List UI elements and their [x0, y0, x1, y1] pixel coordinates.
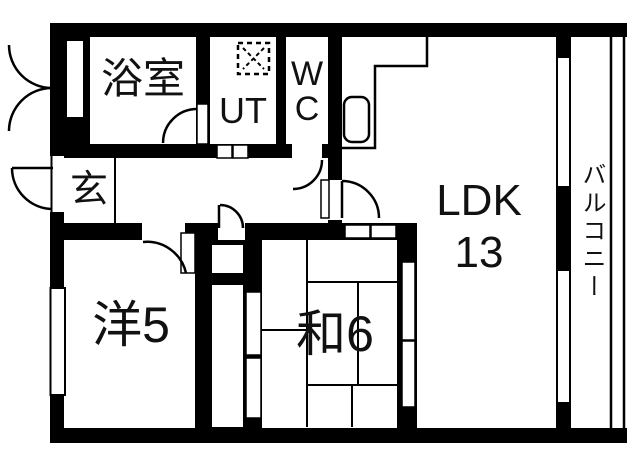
wall-bottom [50, 428, 627, 443]
wall-wc-ldk [328, 37, 342, 225]
western-door-opening [142, 223, 185, 240]
ldk-door-opening [328, 180, 342, 220]
wall-hall-top [64, 144, 328, 158]
fusuma-washitsu-right-2 [401, 340, 416, 408]
closet-fusuma-1 [245, 291, 262, 356]
ut-door-panel-2 [232, 144, 249, 159]
door-arcs [7, 44, 381, 274]
washer-pan-cross [242, 47, 265, 70]
window-ldk-bottom [556, 269, 571, 404]
label-entrance: 玄 [69, 169, 109, 211]
bath-door-leaf [196, 103, 209, 145]
exterior-storage-door-arc-upper [7, 44, 53, 90]
kitchen-counter-outline [338, 37, 429, 150]
hall-closet-opening [218, 223, 245, 240]
entrance-door-arc [10, 167, 53, 211]
label-japanese-room: 和6 [296, 306, 374, 362]
openings [49, 39, 571, 427]
ut-door-panel-1 [216, 144, 233, 159]
label-ldk-line2: 13 [454, 228, 504, 277]
label-ldk-line1: LDK [436, 176, 522, 225]
tatami-lines [262, 240, 397, 427]
washer-pan [236, 41, 271, 76]
label-toilet-line2: C [294, 90, 320, 128]
wc-door-opening [292, 144, 322, 158]
label-balcony: バルコニー [578, 162, 605, 302]
fusuma-ldk-washitsu-1 [344, 224, 371, 239]
wc-door-arc [292, 159, 324, 191]
hall-closet-door-arc [219, 203, 245, 229]
label-toilet-line1: W [290, 55, 324, 93]
balcony-railing [609, 37, 626, 428]
western-door-arc [142, 240, 188, 274]
closet-large [212, 285, 243, 427]
fusuma-washitsu-right-1 [401, 261, 416, 341]
ldk-door-leaf [320, 179, 330, 219]
kitchen-sink [342, 95, 371, 144]
label-western-room: 洋5 [92, 297, 170, 353]
meter-box [65, 39, 85, 119]
exterior-storage-door-arc-lower [7, 86, 53, 132]
window-western-room [49, 287, 66, 396]
fusuma-ldk-washitsu-2 [370, 224, 397, 239]
bath-door-arc [161, 107, 198, 144]
entrance-opening [50, 156, 64, 212]
wall-ut-wc [276, 37, 286, 144]
window-ldk-top [556, 56, 571, 188]
closet-fusuma-2 [245, 357, 262, 419]
ldk-door-arc [341, 179, 381, 219]
label-bathroom: 浴室 [100, 55, 186, 102]
fixtures [114, 37, 626, 428]
closet-small [212, 245, 243, 273]
label-utility: UT [219, 90, 267, 131]
wall-top [50, 23, 627, 37]
western-door-leaf [180, 232, 196, 274]
